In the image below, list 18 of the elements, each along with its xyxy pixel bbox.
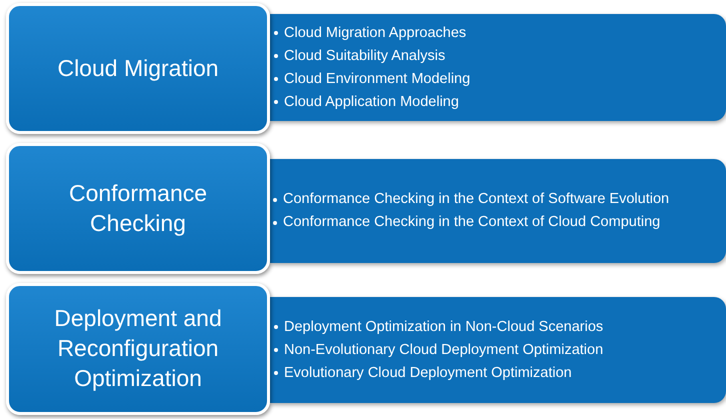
topic-item: Conformance Checking in the Context of Software Evolution (283, 190, 670, 209)
topic-item: Cloud Environment Modeling (284, 70, 470, 88)
category-title: Deployment and Reconfiguration Optimization (53, 304, 223, 393)
topic-item: Deployment Optimization in Non-Cloud Scenarios (284, 318, 604, 336)
category-box (6, 283, 270, 415)
category-box (6, 3, 270, 134)
topic-list-panel (270, 297, 726, 403)
category-title: Conformance Checking (68, 178, 208, 238)
topic-item: Conformance Checking in the Context of Cloud Computing (283, 213, 660, 232)
topic-item: Evolutionary Cloud Deployment Optimization (284, 364, 572, 382)
topic-item: Cloud Suitability Analysis (284, 46, 446, 66)
topic-list-panel (270, 14, 726, 121)
topic-item: Cloud Migration Approaches (284, 24, 466, 42)
category-box (6, 143, 270, 274)
topic-list-panel (270, 159, 726, 263)
category-title: Cloud Migration (57, 54, 219, 83)
topic-item: Cloud Application Modeling (284, 92, 459, 112)
topic-item: Non-Evolutionary Cloud Deployment Optimization (284, 340, 604, 360)
